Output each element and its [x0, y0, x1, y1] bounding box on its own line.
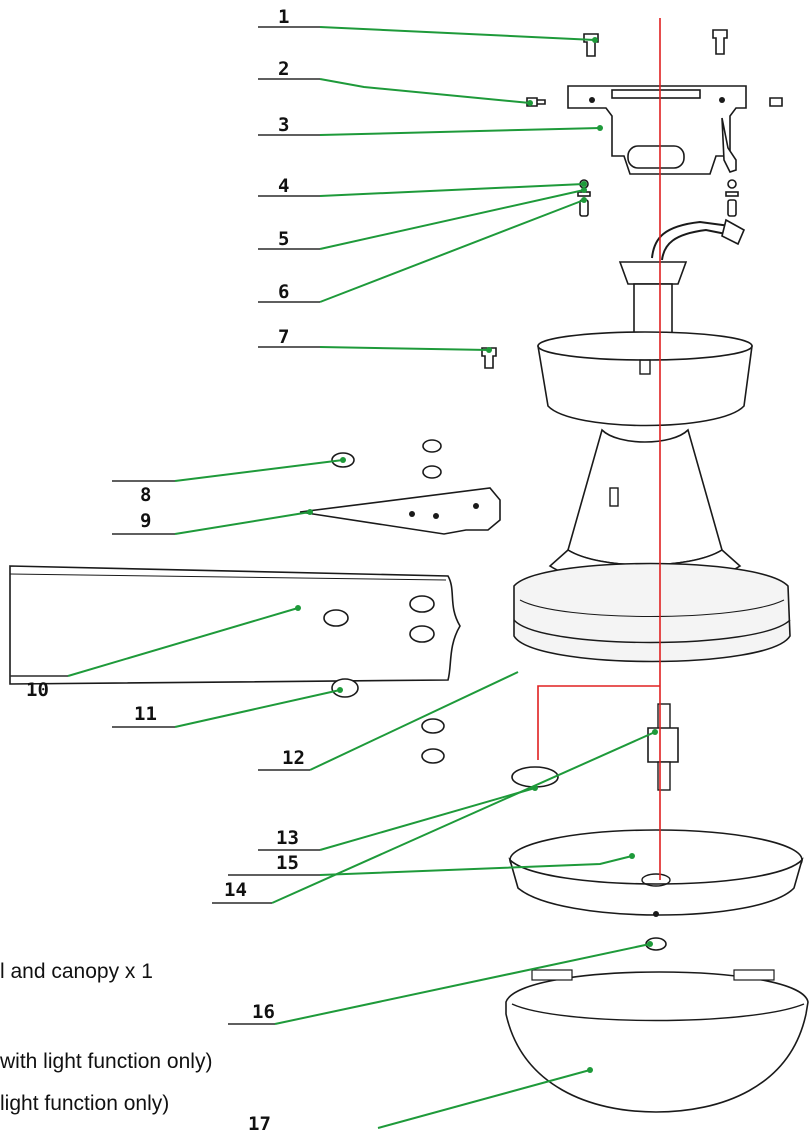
part-1-screws — [583, 29, 728, 57]
callout-17: 17 — [248, 1113, 271, 1133]
callout-6: 6 — [278, 281, 289, 303]
part-14-coupler — [647, 703, 679, 791]
callout-10: 10 — [26, 679, 49, 701]
part-10-fan-blade — [9, 565, 461, 685]
callout-7: 7 — [278, 326, 289, 348]
callout-8: 8 — [140, 484, 151, 506]
callout-11: 11 — [134, 703, 157, 725]
part-9-blade-bracket — [299, 487, 501, 535]
part-3-mounting-bracket — [567, 85, 747, 175]
part-13-washer — [511, 766, 559, 788]
callout-14: 14 — [224, 879, 247, 901]
callout-1: 1 — [278, 6, 289, 28]
part-17-glass-dome — [505, 969, 809, 1113]
callout-12: 12 — [282, 747, 305, 769]
part-11-12-grommets — [331, 678, 445, 764]
parts-list-line-1: l and canopy x 1 — [0, 960, 153, 983]
callout-5: 5 — [278, 228, 289, 250]
callout-numbers: 1 2 3 4 5 6 7 8 9 10 11 12 13 14 15 16 1… — [26, 6, 305, 1133]
callout-2: 2 — [278, 58, 289, 80]
callout-16: 16 — [252, 1001, 275, 1023]
parts-list-line-2: with light function only) — [0, 1050, 213, 1073]
part-8-washers — [331, 439, 442, 479]
callout-3: 3 — [278, 114, 289, 136]
part-7-bolt — [481, 347, 497, 369]
leader-dots — [295, 37, 658, 1073]
parts-list-line-3: light function only) — [0, 1092, 170, 1115]
callout-13: 13 — [276, 827, 299, 849]
leader-lines — [67, 26, 656, 1129]
motor-housing — [513, 331, 791, 663]
callout-9: 9 — [140, 510, 151, 532]
part-15-light-plate — [508, 829, 804, 917]
downrod-top — [618, 218, 746, 345]
callout-underlines — [10, 26, 320, 1025]
offset-axis — [537, 685, 660, 760]
callout-4: 4 — [278, 175, 289, 197]
callout-15: 15 — [276, 852, 299, 874]
part-4-6-bolts — [577, 179, 739, 217]
